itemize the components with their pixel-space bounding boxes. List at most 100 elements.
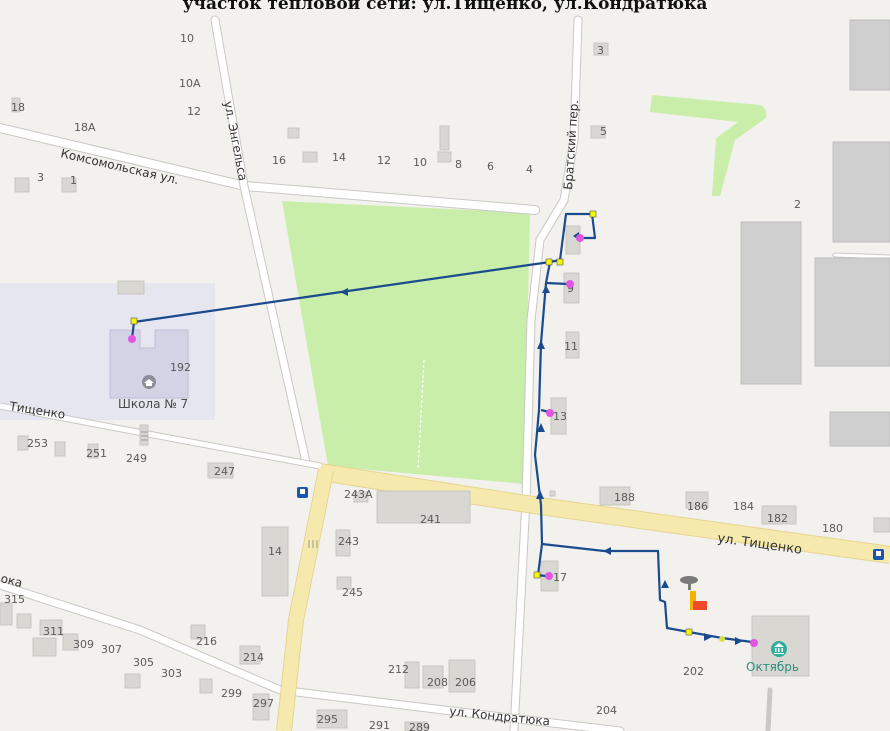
house-number: 206 <box>455 676 476 689</box>
house-number: 4 <box>526 163 533 176</box>
map-caption: участок тепловой сети: ул.Тищенко, ул.Ко… <box>182 0 708 14</box>
house-number: 299 <box>221 687 242 700</box>
consumer-node[interactable] <box>576 234 584 242</box>
poi-oktyabr[interactable]: Октябрь <box>746 641 799 674</box>
flow-arrow-icon <box>542 285 550 293</box>
street-label-bratsky: Братский пер. <box>561 99 581 190</box>
house-number: 241 <box>420 513 441 526</box>
house-number: 251 <box>86 447 107 460</box>
flow-arrow-icon <box>536 490 544 499</box>
house-number: 14 <box>332 151 346 164</box>
house-number: 10 <box>413 156 427 169</box>
bus-stop-icon-glyph <box>300 489 305 494</box>
house-number: 2 <box>794 198 801 211</box>
house-number: 3 <box>597 44 604 57</box>
flow-arrow-icon <box>735 637 743 645</box>
poi-boiler-house[interactable] <box>680 576 707 610</box>
house-number: 9 <box>567 282 574 295</box>
house-number: 295 <box>317 713 338 726</box>
valve-node[interactable] <box>556 258 564 266</box>
house-number: 289 <box>409 721 430 731</box>
consumer-node[interactable] <box>546 409 554 417</box>
bus-stop-west[interactable] <box>297 487 308 498</box>
museum-icon-glyph <box>774 643 784 654</box>
house-number: 8 <box>455 158 462 171</box>
park-path <box>417 359 425 471</box>
house-number: 10 <box>180 32 194 45</box>
house-number: 212 <box>388 663 409 676</box>
valve-node[interactable] <box>130 317 138 325</box>
pipeline-nodes[interactable] <box>128 210 758 647</box>
buildings <box>0 42 890 731</box>
house-number: 6 <box>487 160 494 173</box>
pipeline-branch-9[interactable] <box>545 281 569 286</box>
pipeline-segment-boiler[interactable] <box>541 542 753 644</box>
house-number: 10А <box>179 77 201 90</box>
house-number: 14 <box>268 545 282 558</box>
green-area <box>650 95 767 196</box>
consumer-node[interactable] <box>750 639 758 647</box>
smoke-icon <box>680 576 698 584</box>
valve-node[interactable] <box>545 258 553 266</box>
poi-school[interactable]: Школа № 7 <box>118 375 188 411</box>
pipeline-segment-school[interactable] <box>130 260 551 340</box>
house-number: 245 <box>342 586 363 599</box>
flow-arrow-icon <box>537 340 545 349</box>
house-number: 3 <box>37 171 44 184</box>
boiler-house-icon <box>690 591 696 610</box>
flow-arrow-icon <box>340 288 348 296</box>
house-number: 249 <box>126 452 147 465</box>
house-number: 214 <box>243 651 264 664</box>
valve-node[interactable] <box>533 571 541 579</box>
house-number: 208 <box>427 676 448 689</box>
street-label-partial: ока <box>0 571 24 590</box>
valve-node[interactable] <box>685 628 693 636</box>
house-number: 184 <box>733 500 754 513</box>
industrial-buildings <box>740 19 890 447</box>
flow-arrow-icon <box>537 423 545 432</box>
house-number: 11 <box>564 340 578 353</box>
house-number: 13 <box>553 410 567 423</box>
junction-node[interactable] <box>719 636 725 642</box>
valve-node[interactable] <box>589 210 597 218</box>
house-number: 202 <box>683 665 704 678</box>
house-number: 1 <box>70 174 77 187</box>
house-number: 16 <box>272 154 286 167</box>
house-number: 247 <box>214 465 235 478</box>
flow-arrow-icon <box>704 633 712 641</box>
flow-arrow-icon <box>661 580 669 588</box>
house-number: 315 <box>4 593 25 606</box>
house-number: 12 <box>187 105 201 118</box>
bus-stop-east[interactable] <box>873 549 884 560</box>
poi-label-oktyabr: Октябрь <box>746 660 799 674</box>
boiler-house-body <box>693 601 707 610</box>
smoke-stem <box>688 584 691 590</box>
poi-label-school: Школа № 7 <box>118 397 188 411</box>
consumer-node[interactable] <box>128 335 136 343</box>
house-number: 5 <box>600 125 607 138</box>
house-number: 18А <box>74 121 96 134</box>
house-number: 12 <box>377 154 391 167</box>
house-number: 243 <box>338 535 359 548</box>
house-number: 309 <box>73 638 94 651</box>
house-number: 188 <box>614 491 635 504</box>
house-number: 17 <box>553 571 567 584</box>
house-number: 253 <box>27 437 48 450</box>
consumer-node[interactable] <box>545 572 553 580</box>
bus-stop-icon-glyph <box>876 551 881 556</box>
house-number: 204 <box>596 704 617 717</box>
house-number: 182 <box>767 512 788 525</box>
house-number: 216 <box>196 635 217 648</box>
pipeline-flow-arrows <box>340 232 743 645</box>
house-number: 311 <box>43 625 64 638</box>
house-number: 307 <box>101 643 122 656</box>
park-area <box>282 201 530 484</box>
house-number: 291 <box>369 719 390 731</box>
house-number: 297 <box>253 697 274 710</box>
consumer-node[interactable] <box>566 280 574 288</box>
house-number: 192 <box>170 361 191 374</box>
school-icon-glyph <box>144 379 154 386</box>
house-number: 18 <box>11 101 25 114</box>
